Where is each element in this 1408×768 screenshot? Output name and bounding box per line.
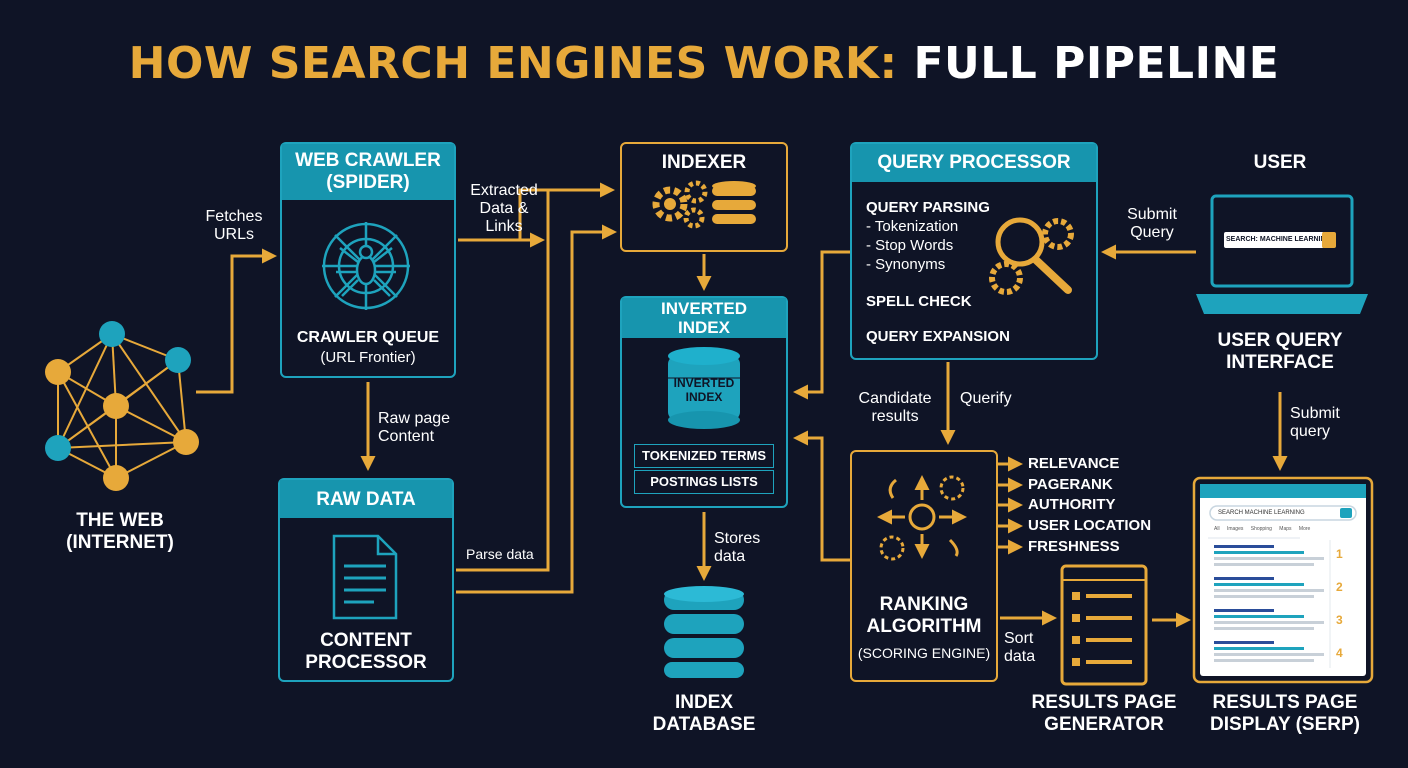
results-page-generator-label: RESULTS PAGE GENERATOR [1031, 692, 1177, 735]
serp-number: 1 [1336, 547, 1343, 561]
gears-icon [652, 180, 708, 229]
url-frontier-label: (URL Frontier) [320, 349, 416, 366]
raw-data-header: RAW DATA [280, 480, 452, 518]
user-title: USER [1253, 152, 1307, 173]
factor-pagerank: PAGERANK [1028, 476, 1113, 493]
inverted-index-header: INVERTED INDEX [622, 298, 786, 338]
arrow-query-to-inverted [793, 250, 850, 400]
edge-label-stores-data: Stores data [714, 530, 761, 565]
serp-search-text: SEARCH MACHINE LEARNING [1218, 510, 1305, 516]
serp-label: RESULTS PAGE DISPLAY (SERP) [1210, 692, 1360, 735]
ranking-factor-arrows [998, 456, 1023, 555]
serp-number: 4 [1336, 646, 1343, 660]
laptop-icon [1196, 194, 1368, 314]
serp-tab: Maps [1279, 526, 1292, 532]
serp-tab: Images [1226, 526, 1244, 532]
crawler-queue-label: CRAWLER QUEUE [296, 329, 440, 346]
content-processor-label: CONTENT PROCESSOR [305, 630, 427, 673]
ranking-algorithm-label: RANKING ALGORITHM [866, 594, 982, 637]
serp-tab: More [1298, 526, 1311, 532]
user-query-interface-label: USER QUERY INTERFACE [1217, 330, 1343, 373]
web-label: THE WEB (INTERNET) [66, 510, 174, 553]
edge-label-fetches-urls: Fetches URLs [205, 208, 263, 243]
edge-label-extracted-data: Extracted Data & Links [470, 182, 538, 235]
factor-freshness: FRESHNESS [1028, 538, 1120, 555]
spell-check-label: SPELL CHECK [866, 293, 972, 310]
edge-label-submit-query: Submit Query [1127, 206, 1177, 241]
tokenization-label: - Tokenization [866, 218, 959, 235]
serp-number: 2 [1336, 580, 1343, 594]
serp-tab: All [1214, 526, 1220, 532]
query-expansion-label: QUERY EXPANSION [866, 328, 1010, 345]
web-network-icon [45, 321, 199, 491]
synonyms-label: - Synonyms [866, 256, 946, 273]
factor-user-location: USER LOCATION [1028, 517, 1152, 534]
factor-relevance: RELEVANCE [1028, 455, 1120, 472]
web-crawler-header: WEB CRAWLER (SPIDER) [282, 144, 454, 200]
title-part-2: FULL PIPELINE [913, 38, 1280, 89]
edge-label-candidate-results: Candidate results [858, 390, 932, 425]
query-parsing-label: QUERY PARSING [866, 199, 990, 216]
spider-icon [322, 222, 410, 310]
index-database-icon [664, 586, 744, 678]
serp-number: 3 [1336, 613, 1343, 627]
arrow-raw-to-indexer-b [456, 224, 617, 594]
arrow-ranking-to-inverted [793, 430, 850, 562]
raw-data-box [278, 478, 454, 682]
edge-label-parse-data: Parse data [466, 546, 534, 562]
document-icon [332, 534, 398, 620]
query-processor-header: QUERY PROCESSOR [852, 144, 1096, 182]
postings-lists-cell: POSTINGS LISTS [634, 470, 774, 494]
ranking-network-icon [877, 475, 967, 561]
scoring-engine-label: (SCORING ENGINE) [857, 645, 991, 661]
indexer-box [620, 142, 788, 252]
serp-window [1192, 476, 1374, 684]
indexer-title: INDEXER [661, 152, 747, 173]
page-title: HOW SEARCH ENGINES WORK: FULL PIPELINE [0, 38, 1408, 89]
serp-tabs: All Images Shopping Maps More [1214, 526, 1310, 532]
ranking-algorithm-box [850, 450, 998, 682]
factor-authority: AUTHORITY [1028, 496, 1116, 513]
query-processor-box [850, 142, 1098, 360]
edge-label-submit-query-2: Submit query [1290, 405, 1340, 440]
index-database-label: INDEX DATABASE [652, 692, 756, 735]
edge-label-sort-data: Sort data [1004, 630, 1036, 665]
web-crawler-box [280, 142, 456, 378]
arrow-raw-to-indexer-a [456, 190, 550, 572]
title-part-1: HOW SEARCH ENGINES WORK: [128, 38, 898, 89]
inverted-index-box [620, 296, 788, 508]
edge-label-raw-page-content: Raw page Content [378, 410, 451, 445]
database-icon [712, 181, 756, 224]
results-generator-icon [1060, 564, 1148, 686]
arrow-crawler-to-indexer-b [488, 182, 615, 242]
laptop-search-text: SEARCH: MACHINE LEARNING [1226, 236, 1322, 243]
arrow-web-to-crawler [196, 248, 277, 394]
serp-result-lines [1214, 545, 1324, 662]
inverted-index-db-label: INVERTED INDEX [673, 376, 735, 404]
serp-search-icon [1340, 508, 1352, 518]
stop-words-label: - Stop Words [866, 237, 954, 254]
tokenized-terms-cell: TOKENIZED TERMS [634, 444, 774, 468]
edge-label-querify: Querify [960, 390, 1012, 407]
serp-tab: Shopping [1250, 526, 1272, 532]
magnifier-gear-icon [989, 217, 1074, 295]
inverted-index-database-icon [668, 347, 740, 429]
